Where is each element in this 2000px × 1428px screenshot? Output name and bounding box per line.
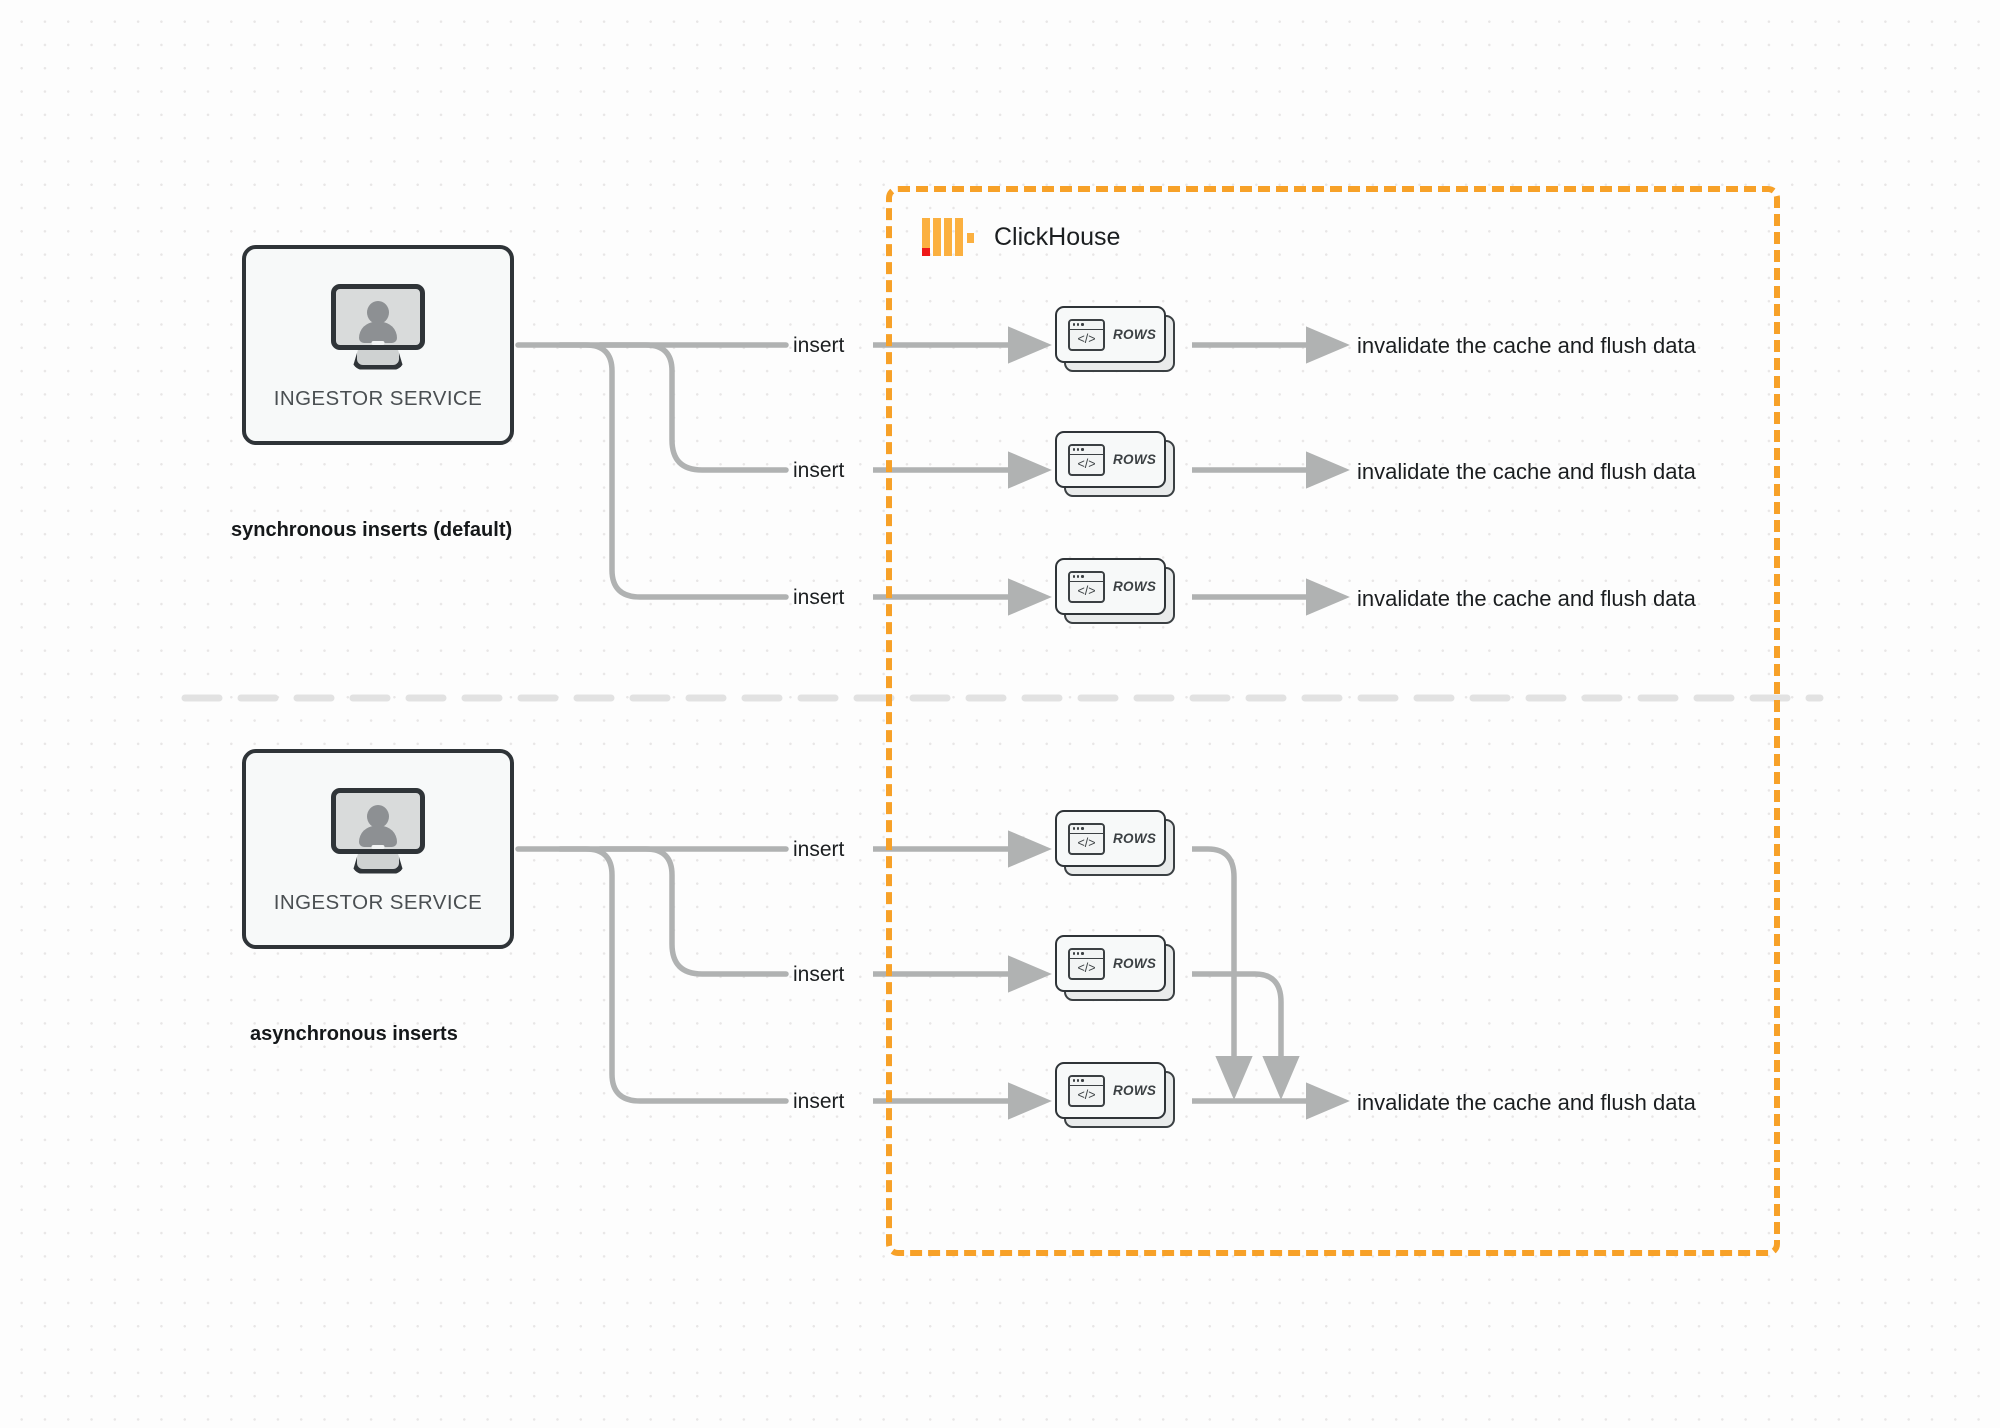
code-window-icon: </> [1068, 318, 1105, 351]
rows-card-front: </> ROWS [1055, 431, 1166, 488]
ingestor-service-sync[interactable]: INGESTOR SERVICE [242, 245, 514, 445]
rows-card-async-1[interactable]: </> ROWS [1055, 810, 1175, 876]
rows-label: ROWS [1113, 452, 1157, 467]
rows-card-front: </> ROWS [1055, 1062, 1166, 1119]
sink-label-sync-1: invalidate the cache and flush data [1357, 333, 1696, 358]
rows-card-front: </> ROWS [1055, 558, 1166, 615]
caption-synchronous: synchronous inserts (default) [231, 519, 513, 541]
ingestor-service-label-sync: INGESTOR SERVICE [273, 386, 483, 410]
rows-card-sync-1[interactable]: </> ROWS [1055, 306, 1175, 372]
rows-label: ROWS [1113, 1083, 1157, 1098]
rows-card-front: </> ROWS [1055, 306, 1166, 363]
sink-label-sync-3: invalidate the cache and flush data [1357, 586, 1696, 611]
clickhouse-boundary [886, 186, 1780, 1256]
monitor-user-icon [331, 787, 425, 874]
ingestor-service-async[interactable]: INGESTOR SERVICE [242, 749, 514, 949]
monitor-screen-icon [331, 283, 425, 350]
insert-label-sync-1: insert [793, 334, 845, 357]
insert-label-async-3: insert [793, 1090, 845, 1113]
sync-fanout-edges [515, 342, 789, 600]
monitor-user-icon [331, 283, 425, 370]
rows-card-async-2[interactable]: </> ROWS [1055, 935, 1175, 1001]
code-window-icon: </> [1068, 443, 1105, 476]
ingestor-service-label-async: INGESTOR SERVICE [273, 890, 483, 914]
monitor-screen-icon [331, 787, 425, 854]
rows-card-async-3[interactable]: </> ROWS [1055, 1062, 1175, 1128]
rows-card-front: </> ROWS [1055, 810, 1166, 867]
monitor-notch-icon [371, 340, 385, 345]
rows-card-sync-2[interactable]: </> ROWS [1055, 431, 1175, 497]
clickhouse-brand: ClickHouse [922, 218, 1120, 256]
code-window-icon: </> [1068, 947, 1105, 980]
user-silhouette-icon [359, 804, 397, 847]
sink-label-sync-2: invalidate the cache and flush data [1357, 459, 1696, 484]
insert-label-sync-2: insert [793, 459, 845, 482]
code-window-icon: </> [1068, 570, 1105, 603]
monitor-notch-icon [371, 844, 385, 849]
async-fanout-edges [515, 846, 789, 1104]
insert-label-async-2: insert [793, 963, 845, 986]
rows-label: ROWS [1113, 579, 1157, 594]
insert-label-async-1: insert [793, 838, 845, 861]
rows-label: ROWS [1113, 956, 1157, 971]
rows-label: ROWS [1113, 327, 1157, 342]
code-window-icon: </> [1068, 1074, 1105, 1107]
sink-label-async-merged: invalidate the cache and flush data [1357, 1090, 1696, 1115]
rows-card-front: </> ROWS [1055, 935, 1166, 992]
insert-label-sync-3: insert [793, 586, 845, 609]
clickhouse-name: ClickHouse [994, 222, 1121, 251]
rows-label: ROWS [1113, 831, 1157, 846]
code-window-icon: </> [1068, 822, 1105, 855]
rows-card-sync-3[interactable]: </> ROWS [1055, 558, 1175, 624]
clickhouse-logo-icon [922, 218, 974, 256]
user-silhouette-icon [359, 300, 397, 343]
caption-asynchronous: asynchronous inserts [250, 1023, 458, 1045]
